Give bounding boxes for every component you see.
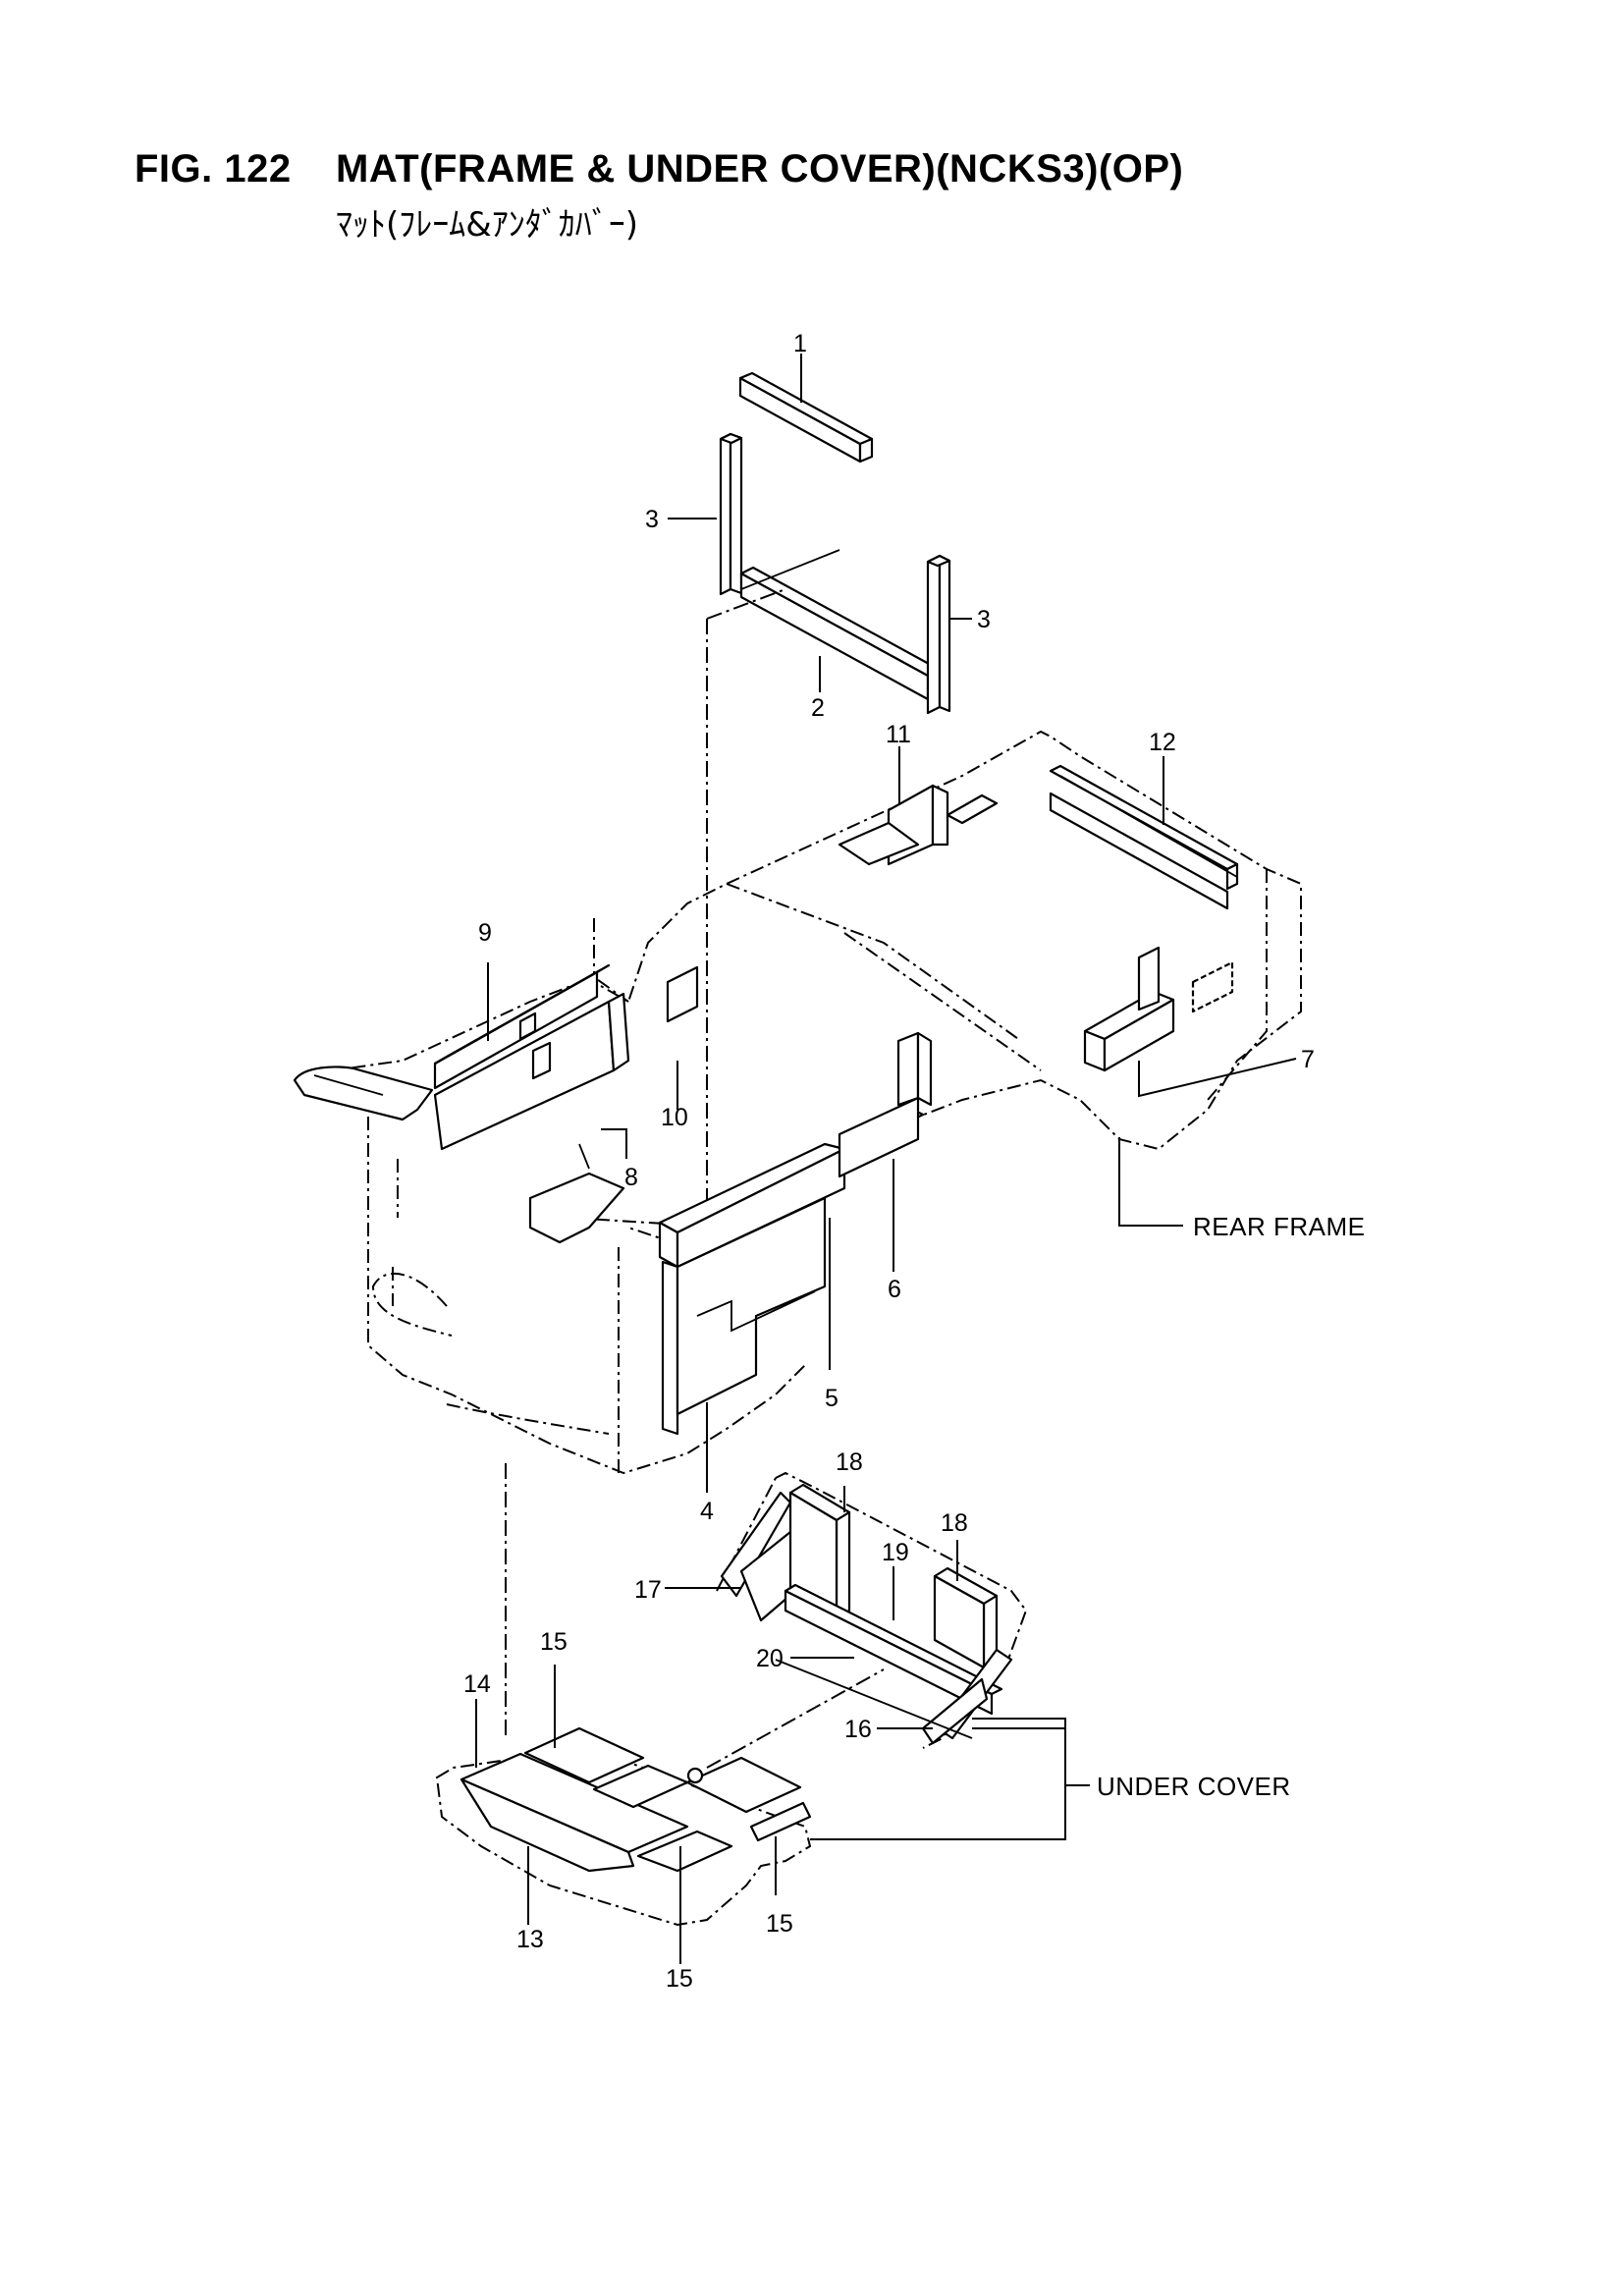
- group-under-cover: UNDER COVER: [1097, 1772, 1291, 1801]
- mat-part-12: [1049, 764, 1239, 910]
- leader-7: [1138, 1058, 1297, 1098]
- callout-7: 7: [1301, 1046, 1315, 1073]
- mat-chain-line: [706, 588, 786, 1247]
- mat-part-18-left: [788, 1483, 851, 1620]
- fastener-icon: [686, 1767, 704, 1784]
- callout-18-left: 18: [836, 1449, 863, 1476]
- mat-part-1: [738, 371, 874, 464]
- callout-3-left: 3: [645, 506, 659, 533]
- mat-part-2-edge: [740, 549, 840, 590]
- callout-4: 4: [700, 1498, 714, 1525]
- mat-part-4: [658, 1142, 846, 1436]
- mat-part-8: [528, 1143, 625, 1244]
- mat-part-20: [775, 1659, 973, 1739]
- leader-8: [601, 1128, 627, 1159]
- callout-6: 6: [888, 1276, 901, 1303]
- mat-part-18-right: [933, 1566, 999, 1669]
- mat-part-11: [838, 784, 999, 866]
- rear-frame-outline: [298, 730, 1302, 1475]
- group-rear-frame: REAR FRAME: [1193, 1212, 1365, 1241]
- leader-rear-frame: [1118, 1137, 1183, 1227]
- figure-number: FIG. 122: [135, 147, 292, 191]
- callout-3-right: 3: [977, 606, 991, 633]
- callout-12: 12: [1149, 729, 1176, 756]
- callout-20: 20: [756, 1645, 784, 1672]
- mat-part-9: [433, 963, 611, 1090]
- callout-18-right: 18: [941, 1509, 968, 1537]
- callout-9: 9: [478, 919, 492, 947]
- mat-part-6: [838, 1031, 933, 1178]
- mat-part-7: [1083, 946, 1234, 1072]
- mat-part-16: [921, 1648, 1013, 1745]
- under-cover-bracket: [810, 1718, 1090, 1840]
- frame-left-bracket: [293, 1066, 434, 1121]
- callout-15-bottom: 15: [666, 1965, 693, 1993]
- callout-15-right: 15: [766, 1910, 793, 1938]
- callout-16: 16: [844, 1716, 872, 1743]
- callout-10: 10: [661, 1104, 688, 1131]
- callout-2: 2: [811, 694, 825, 722]
- figure-subtitle: ﾏｯﾄ(ﾌﾚｰﾑ&ｱﾝﾀﾞｶﾊﾞｰ): [336, 205, 639, 245]
- mat-part-3-right: [926, 554, 951, 715]
- callout-11: 11: [886, 721, 911, 748]
- mat-part-2: [739, 566, 942, 701]
- mat-part-19: [784, 1583, 1003, 1716]
- figure-header: FIG. 122 MAT(FRAME & UNDER COVER)(NCKS3)(…: [135, 147, 1183, 246]
- figure-title: MAT(FRAME & UNDER COVER)(NCKS3)(OP): [336, 147, 1184, 191]
- mat-part-3-left: [719, 432, 743, 596]
- cover-chain-line: [706, 1668, 885, 1769]
- callout-5: 5: [825, 1385, 839, 1412]
- callout-19: 19: [882, 1539, 909, 1566]
- mat-part-13: [460, 1752, 689, 1873]
- callout-13: 13: [516, 1926, 544, 1953]
- figure-title-line: FIG. 122 MAT(FRAME & UNDER COVER)(NCKS3)(…: [135, 147, 1183, 191]
- callout-17: 17: [634, 1576, 662, 1604]
- callout-14: 14: [463, 1670, 491, 1698]
- callout-15-top: 15: [540, 1628, 568, 1656]
- mat-part-10: [433, 965, 699, 1151]
- callout-8: 8: [624, 1164, 638, 1191]
- callout-1: 1: [793, 330, 807, 357]
